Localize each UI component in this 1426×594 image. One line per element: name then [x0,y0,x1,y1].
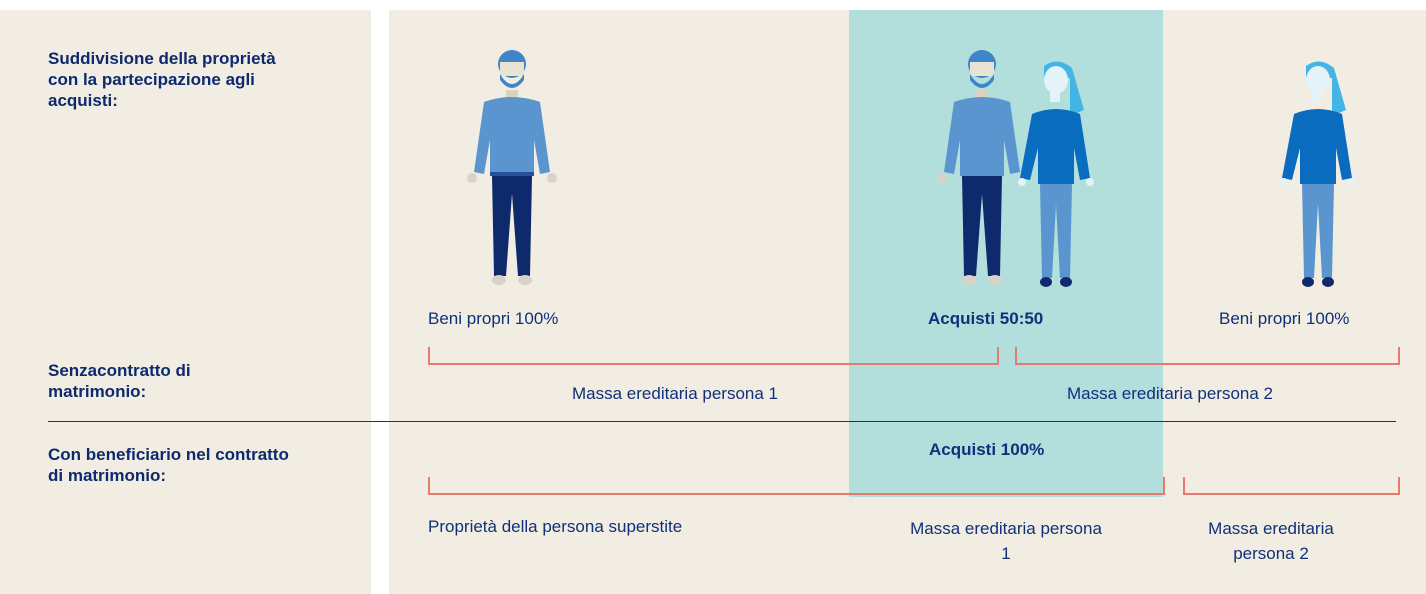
woman-figure-icon [1280,61,1356,287]
man-figure-icon [937,50,1020,285]
own-goods-left-label: Beni propri 100% [428,309,559,328]
survivor-property-label: Proprietà della persona superstite [428,517,683,536]
label-ownership-partition: Suddivisione della proprietà con la part… [48,49,276,110]
acquisitions-100-label: Acquisti 100% [929,440,1045,459]
man-figure-icon [467,50,557,285]
own-goods-right-label: Beni propri 100% [1219,309,1350,328]
estate-person-1-label-b: Massa ereditaria persona 1 [910,519,1102,563]
label-no-contract: Senzacontratto di matrimonio: [48,361,191,401]
bracket-survivor-and-estate-1 [428,477,1165,495]
labels-panel [0,10,371,594]
acquisitions-highlight [849,10,1163,497]
woman-figure-icon [1018,61,1094,287]
bracket-estate-person-1 [428,347,999,365]
bracket-estate-person-2 [1015,347,1400,365]
estate-person-1-label: Massa ereditaria persona 1 [572,384,779,403]
bracket-estate-person-2-b [1183,477,1400,495]
label-with-contract: Con beneficiario nel contratto di matrim… [48,445,289,485]
acquisitions-50-50-label: Acquisti 50:50 [928,309,1044,328]
estate-person-2-label: Massa ereditaria persona 2 [1067,384,1274,403]
estate-person-2-label-b: Massa ereditaria persona 2 [1208,519,1334,563]
section-divider [48,421,1396,422]
